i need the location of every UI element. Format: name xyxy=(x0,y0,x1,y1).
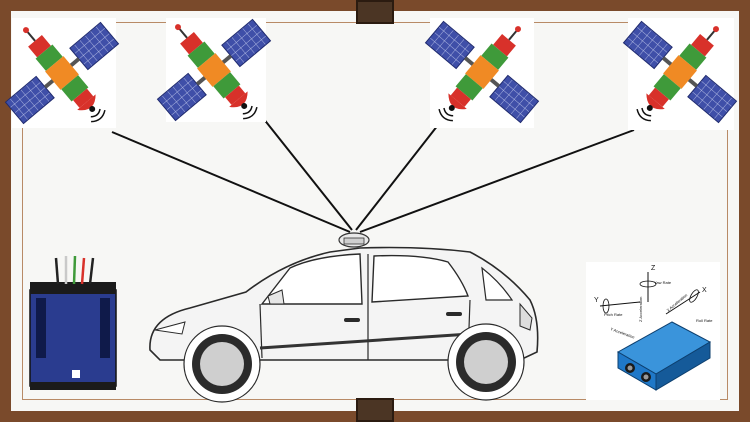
frame-clip-top xyxy=(356,0,394,24)
imu-axis-z: Z xyxy=(651,265,656,272)
satellite-2 xyxy=(127,0,301,157)
imu-axis-y: Y xyxy=(594,297,599,304)
signal-line-3 xyxy=(355,124,439,231)
imu-roll-rate: Roll Rate xyxy=(696,318,713,323)
signal-line-2 xyxy=(262,117,353,231)
imu-axis-x: X xyxy=(702,287,707,294)
signal-line-1 xyxy=(111,131,351,233)
satellite-1 xyxy=(0,0,149,160)
satellite-4 xyxy=(593,0,750,159)
imu-z-accel: Z Acceleration xyxy=(638,297,643,322)
satellite-3 xyxy=(395,0,569,159)
frame-clip-bottom xyxy=(356,398,394,422)
receiver-box-icon xyxy=(29,255,117,390)
car xyxy=(149,232,539,403)
imu-sensor-icon: Z X Y Yaw Rate Pitch Rate Roll Rate Z Ac… xyxy=(586,262,720,400)
imu-pitch-rate: Pitch Rate xyxy=(604,312,623,317)
imu-yaw-rate: Yaw Rate xyxy=(654,280,672,285)
signal-line-4 xyxy=(359,129,635,233)
